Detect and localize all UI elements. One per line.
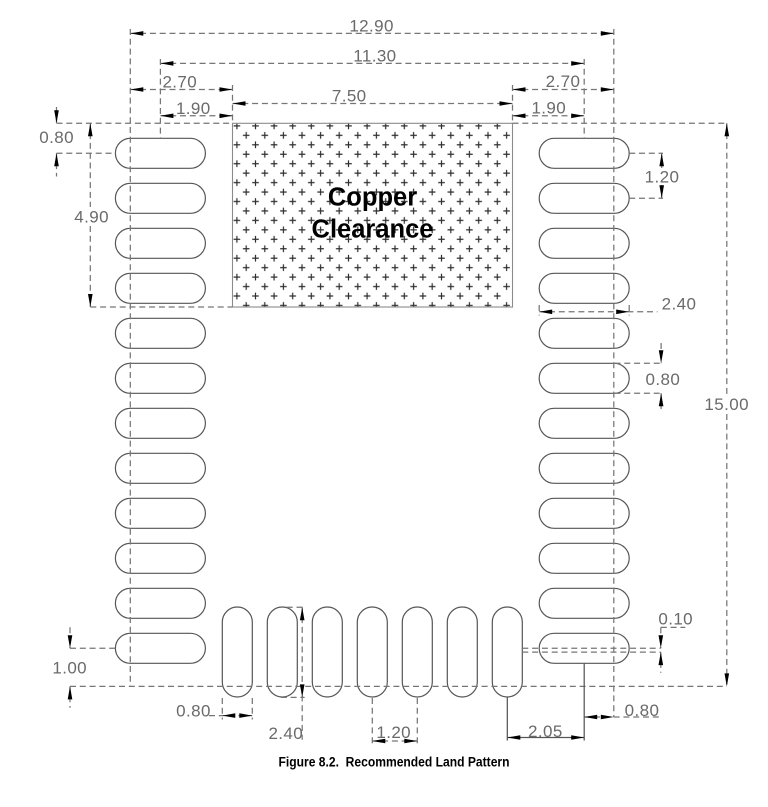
pad-right-11 [538, 587, 630, 619]
dim-arrowhead [512, 113, 526, 119]
dim-arrowhead [659, 153, 664, 167]
dim-arrowhead [130, 31, 144, 36]
dim-arrowhead [372, 738, 386, 744]
pad-bottom-6 [446, 606, 478, 698]
dim-arrowhead [160, 113, 174, 119]
dim-label-7.50: 7.50 [332, 87, 367, 106]
dim-arrowhead [658, 393, 664, 407]
dim-arrowhead [54, 110, 59, 124]
dim-label-2.05: 2.05 [528, 722, 563, 741]
pad-left-2 [114, 182, 207, 214]
dim-label-1.90: 1.90 [531, 99, 566, 118]
pad-right-1 [538, 137, 630, 169]
pad-left-12 [114, 632, 207, 664]
dim-arrowhead [659, 185, 664, 199]
dim-label-0.80: 0.80 [625, 701, 660, 720]
dim-label-0.10: 0.10 [658, 610, 693, 629]
pad-left-7 [114, 407, 207, 439]
dim-label-1.90: 1.90 [176, 99, 211, 118]
pad-left-9 [114, 497, 207, 529]
dim-label-1.20: 1.20 [645, 168, 680, 187]
dim-label-4.90: 4.90 [74, 208, 109, 227]
dim-label-2.40: 2.40 [662, 295, 697, 314]
dim-label-1.20: 1.20 [376, 723, 411, 742]
pad-right-9 [538, 497, 630, 529]
dim-arrowhead [600, 31, 614, 36]
dim-label-12.90: 12.90 [349, 16, 394, 35]
pad-left-3 [114, 227, 207, 259]
dim-label-11.30: 11.30 [353, 46, 396, 65]
dim-arrowhead [512, 87, 526, 92]
dim-arrowhead [616, 309, 630, 315]
dim-label-0.80: 0.80 [176, 702, 211, 721]
pad-left-1 [114, 137, 207, 169]
figure-caption: Figure 8.2. Recommended Land Pattern [279, 755, 510, 770]
dim-arrowhead [130, 87, 144, 92]
copper-clearance-label: Clearance [312, 216, 434, 244]
pad-bottom-2 [266, 606, 298, 698]
dim-arrowhead [571, 61, 585, 66]
dim-arrowhead [88, 123, 93, 137]
dim-arrowhead [222, 713, 236, 718]
dim-arrowhead [54, 153, 59, 167]
pad-bottom-5 [401, 606, 433, 698]
dim-arrowhead [67, 686, 73, 700]
dim-arrowhead [658, 635, 664, 649]
dim-label-1.00: 1.00 [52, 658, 87, 677]
pad-right-4 [538, 272, 630, 304]
pad-right-7 [538, 407, 630, 439]
dim-arrowhead [404, 738, 418, 744]
dim-arrowhead [724, 123, 730, 137]
dim-arrowhead [67, 635, 73, 649]
pad-right-10 [538, 542, 630, 574]
dim-label-2.70: 2.70 [546, 72, 581, 91]
pad-right-3 [538, 227, 630, 259]
pad-right-8 [538, 452, 630, 484]
dim-arrowhead [160, 61, 174, 66]
dim-arrowhead [499, 101, 513, 106]
pad-right-5 [538, 317, 630, 349]
pad-left-10 [114, 542, 207, 574]
pad-left-8 [114, 452, 207, 484]
pad-right-6 [538, 362, 630, 394]
dim-arrowhead [600, 714, 614, 720]
dim-label-0.80: 0.80 [39, 128, 74, 147]
dim-arrowhead [232, 101, 246, 106]
dim-label-15.00: 15.00 [704, 395, 749, 414]
dim-label-2.40: 2.40 [268, 724, 303, 743]
dim-arrowhead [88, 294, 93, 307]
pad-left-4 [114, 272, 207, 304]
dim-arrowhead [584, 714, 598, 720]
dim-arrowhead [571, 735, 585, 740]
pad-bottom-3 [311, 606, 343, 698]
dim-arrowhead [239, 713, 253, 718]
copper-clearance-area [231, 122, 514, 308]
dim-label-2.70: 2.70 [162, 72, 197, 91]
copper-clearance-label: Copper [328, 183, 417, 211]
pad-bottom-4 [356, 606, 388, 698]
dim-arrowhead [658, 350, 664, 364]
pad-left-5 [114, 317, 207, 349]
pad-right-2 [538, 182, 630, 214]
pad-bottom-7 [491, 606, 523, 698]
dim-arrowhead [219, 87, 233, 92]
pad-left-6 [114, 362, 207, 394]
dim-arrowhead [724, 673, 730, 687]
pad-left-11 [114, 587, 207, 619]
dim-arrowhead [539, 309, 553, 315]
dim-arrowhead [600, 87, 614, 92]
pad-bottom-1 [221, 606, 253, 698]
dim-label-0.80: 0.80 [646, 370, 681, 389]
dim-arrowhead [571, 113, 585, 119]
dim-arrowhead [507, 735, 521, 740]
dim-arrowhead [299, 607, 305, 621]
dim-arrowhead [219, 113, 233, 119]
dim-arrowhead [299, 684, 305, 698]
dim-arrowhead [658, 652, 664, 666]
